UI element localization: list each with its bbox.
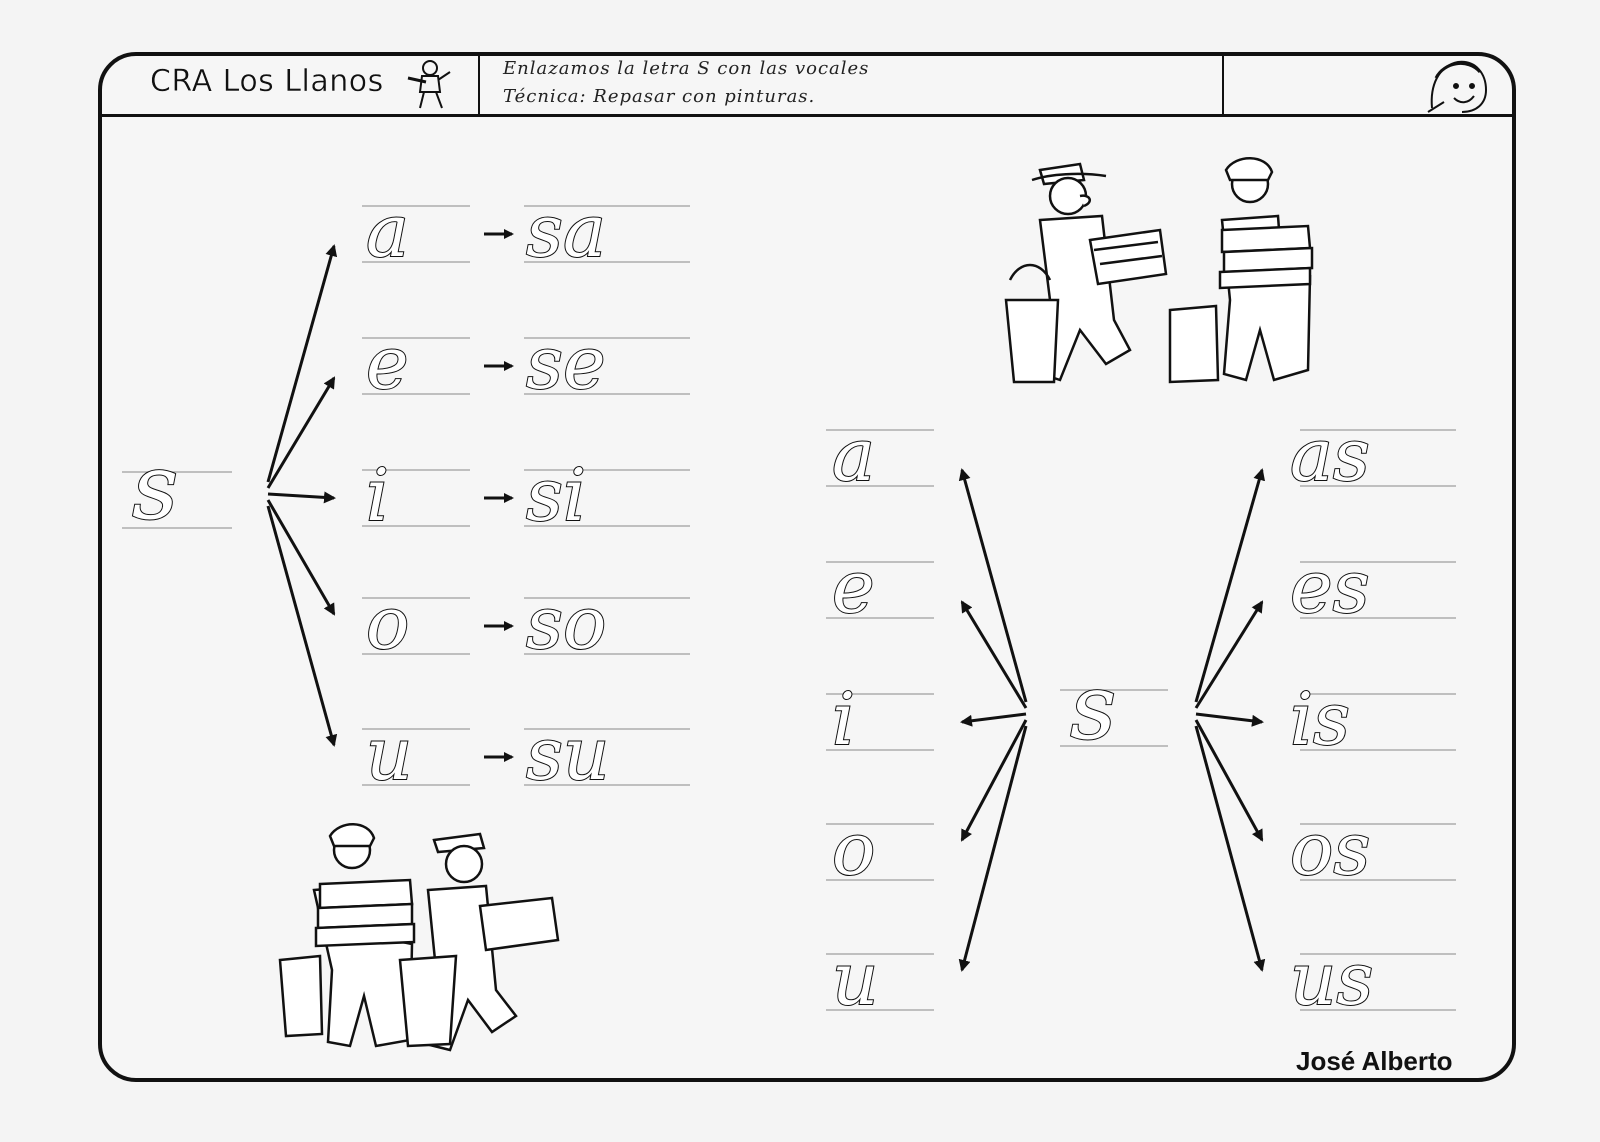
branch-arrow-left-e	[960, 600, 1028, 709]
left-syllable-so: so	[526, 581, 606, 665]
left-syllable-su: su	[526, 712, 609, 796]
right-vowel-o: o	[832, 807, 875, 891]
right-syllable-us: us	[1290, 937, 1373, 1021]
left-vowel-o: o	[366, 581, 409, 665]
left-syllable-sa: sa	[526, 189, 606, 273]
school-name: CRA Los Llanos	[150, 64, 384, 99]
branch-arrow-left-a	[958, 468, 1028, 703]
header-separator	[1222, 52, 1224, 114]
left-vowel-i: i	[366, 453, 389, 537]
shopping-couple-illustration	[278, 823, 560, 1052]
worksheet-technique: Técnica: Repasar con pinturas.	[503, 86, 816, 107]
left-syllable-se: se	[526, 321, 606, 405]
branch-arrow-left-o	[960, 719, 1028, 842]
right-source-letter: s	[1070, 655, 1116, 760]
left-vowel-a: a	[366, 189, 409, 273]
branch-arrow-right-es	[1194, 600, 1264, 709]
branch-arrow-i	[267, 491, 336, 504]
right-vowel-e: e	[832, 545, 875, 629]
branch-arrow-right-us	[1194, 725, 1266, 972]
header-separator	[478, 52, 480, 114]
smiling-kid-face-icon	[1427, 60, 1488, 113]
right-syllable-es: es	[1290, 545, 1370, 629]
right-vowel-i: i	[832, 677, 855, 761]
left-vowel-u: u	[366, 712, 412, 796]
left-syllable-si: si	[526, 453, 586, 537]
right-vowel-a: a	[832, 413, 875, 497]
shopping-couple-illustration	[1004, 157, 1314, 384]
branch-arrow-right-is	[1195, 712, 1264, 727]
right-syllable-as: as	[1290, 413, 1370, 497]
branch-arrow-right-os	[1194, 719, 1264, 842]
right-vowel-u: u	[832, 937, 878, 1021]
branch-arrow-a	[266, 244, 338, 483]
branch-arrow-e	[266, 376, 336, 489]
branch-arrow-o	[266, 499, 336, 616]
painter-kid-icon	[407, 60, 451, 109]
branch-arrow-u	[266, 505, 338, 747]
worksheet-title: Enlazamos la letra S con las vocales	[503, 58, 870, 79]
left-vowel-e: e	[366, 321, 409, 405]
right-syllable-is: is	[1290, 677, 1350, 761]
branch-arrow-left-u	[958, 725, 1028, 972]
right-syllable-os: os	[1290, 807, 1370, 891]
header-divider	[98, 114, 1516, 117]
author-credit: José Alberto	[1296, 1046, 1453, 1076]
branch-arrow-left-i	[960, 712, 1027, 727]
branch-arrow-right-as	[1194, 468, 1266, 703]
left-source-letter: s	[132, 435, 178, 540]
